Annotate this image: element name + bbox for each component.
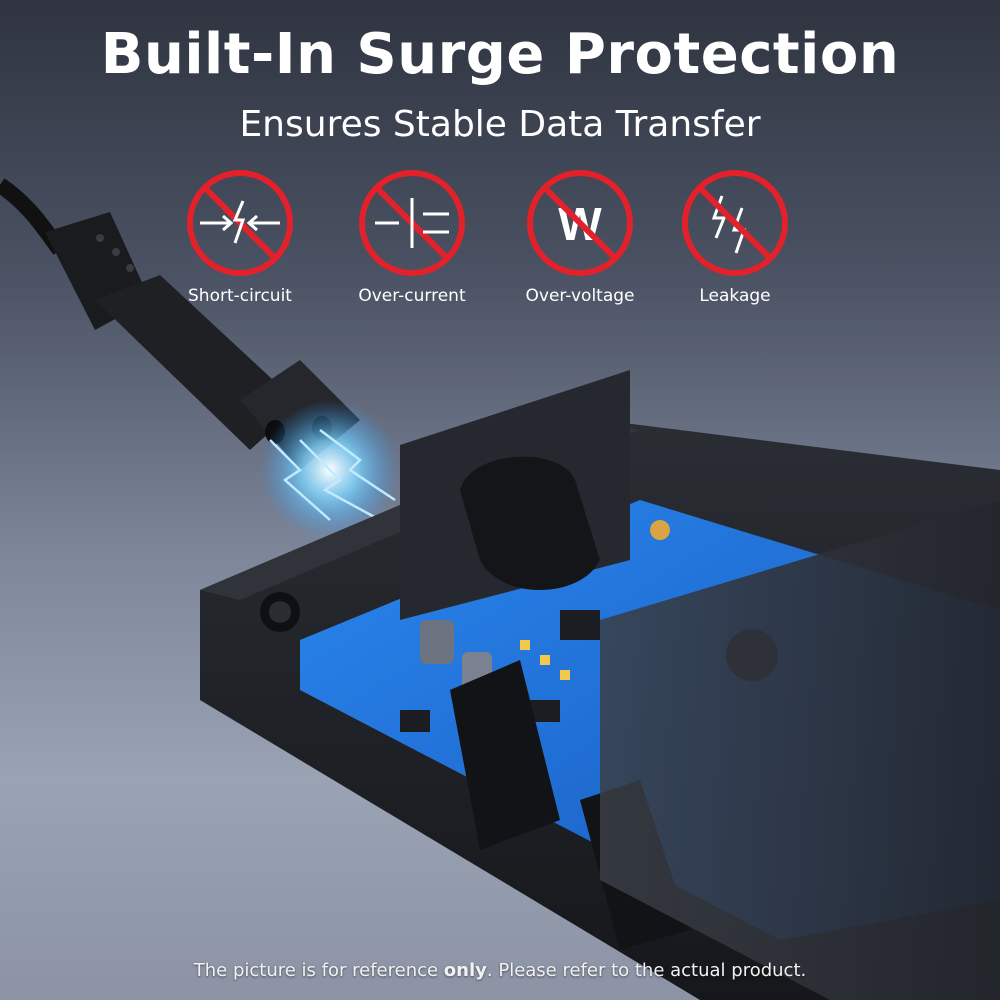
disclaimer-bold: only: [443, 960, 487, 981]
device-lid: [600, 500, 1000, 1000]
protection-leakage: Leakage: [670, 168, 800, 306]
page-title: Built-In Surge Protection: [100, 22, 900, 87]
disclaimer-part-2: . Please refer to the actual product.: [486, 960, 807, 981]
page-subtitle: Ensures Stable Data Transfer: [239, 104, 761, 145]
leakage-label: Leakage: [699, 286, 771, 306]
short-circuit-icon: [187, 170, 293, 276]
disclaimer-part-1: The picture is for reference: [193, 960, 444, 981]
short-circuit-label: Short-circuit: [188, 286, 292, 306]
protection-short-circuit: Short-circuit: [175, 168, 305, 306]
protection-over-current: Over-current: [347, 168, 477, 306]
protection-over-voltage: W Over-voltage: [515, 168, 645, 306]
over-current-label: Over-current: [358, 286, 466, 306]
over-voltage-label: Over-voltage: [525, 286, 635, 306]
disclaimer-text: The picture is for reference only. Pleas…: [0, 960, 1000, 981]
electric-spark: [260, 400, 400, 540]
power-inlet: [400, 370, 630, 620]
over-current-icon: [359, 170, 465, 276]
over-voltage-icon: W: [527, 170, 633, 276]
leakage-icon: [682, 170, 788, 276]
